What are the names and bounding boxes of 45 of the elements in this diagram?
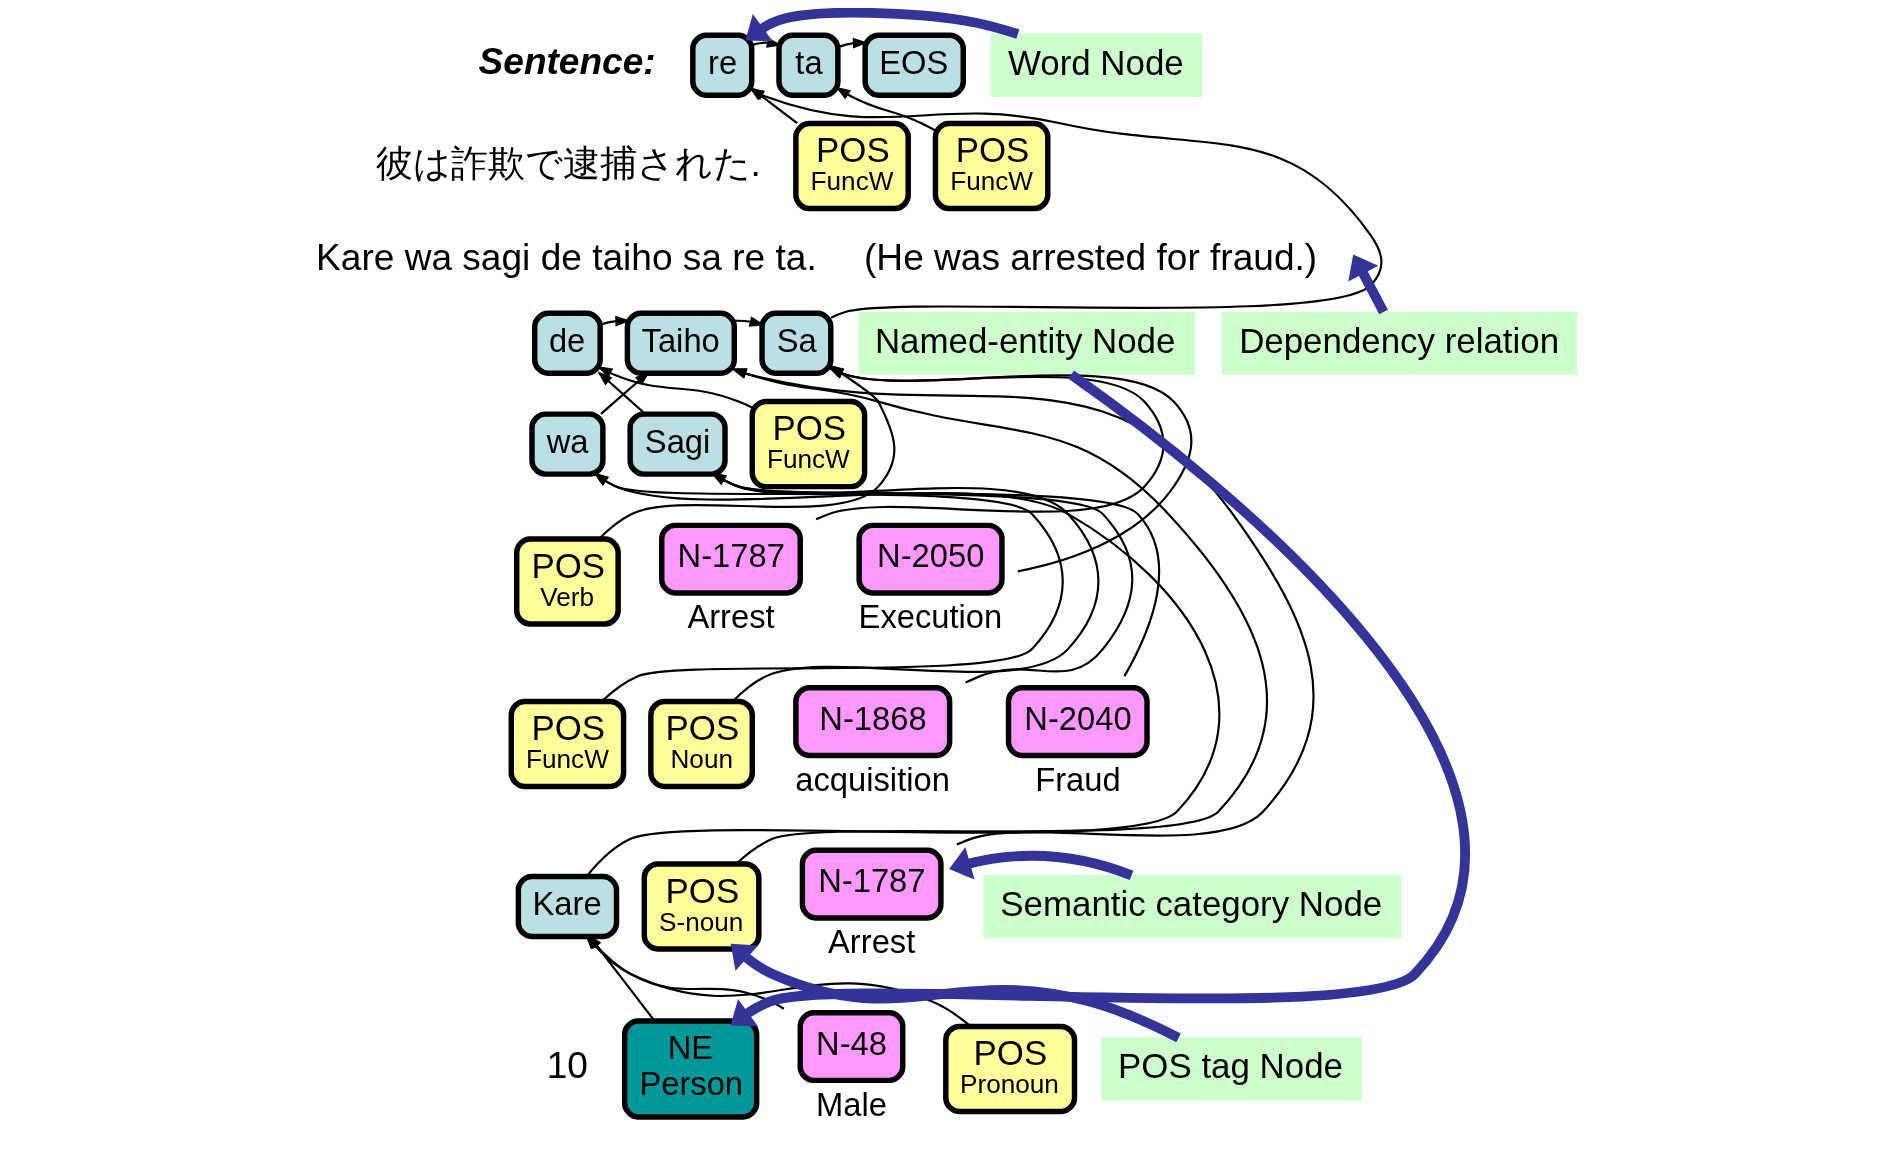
label: 彼は詐欺で逮捕された. <box>375 141 761 184</box>
label: (He was arrested for fraud.) <box>864 235 1318 278</box>
arrow <box>815 367 1165 521</box>
node-box: POS FuncW <box>508 698 627 790</box>
node-label: Fraud <box>1035 760 1121 798</box>
node-box: Sa <box>759 310 834 376</box>
label: Sentence: <box>478 39 656 82</box>
node-box: wa <box>529 411 606 477</box>
arrow <box>949 846 1134 880</box>
node-box: Semantic category Node <box>983 874 1402 939</box>
node-box: POS FuncW <box>793 120 911 212</box>
node-box: re <box>690 32 755 98</box>
node-label: Execution <box>858 598 1003 636</box>
node-box: POS S-noun <box>641 861 762 952</box>
arrow <box>730 370 1469 1027</box>
node-box: de <box>532 310 603 376</box>
arrow <box>828 367 1193 573</box>
node-label: Male <box>816 1085 887 1123</box>
node-box: Dependency relation <box>1221 311 1578 375</box>
node-box: POS Verb <box>514 536 621 627</box>
node-label: Arrest <box>828 923 916 961</box>
arrow <box>835 86 936 132</box>
node-box: Word Node <box>990 33 1203 97</box>
node-box: POS Noun <box>648 698 755 790</box>
node-box: Named-entity Node <box>858 311 1195 375</box>
node-box: Kare <box>515 873 620 940</box>
node-box: NE Person <box>621 1018 760 1120</box>
node-box: ta <box>776 32 841 98</box>
node-label: acquisition <box>795 760 950 798</box>
arrow <box>593 472 1064 702</box>
node-label: Arrest <box>687 598 775 636</box>
node-box: Taiho <box>624 310 737 376</box>
arrow <box>730 943 1181 1043</box>
label: Kare wa sagi de taiho sa re ta. <box>316 235 817 278</box>
node-box: POS tag Node <box>1101 1037 1362 1101</box>
node-box: POS Pronoun <box>943 1023 1078 1115</box>
node-box: EOS <box>862 32 966 98</box>
node-box: Sagi <box>627 411 728 477</box>
arrow <box>745 8 1020 42</box>
label: 10 <box>546 1044 588 1087</box>
node-box: POS FuncW <box>932 120 1051 212</box>
arrow <box>1348 254 1388 315</box>
arrow <box>597 366 753 409</box>
node-box: POS FuncW <box>749 398 868 490</box>
arrow <box>585 472 1220 878</box>
